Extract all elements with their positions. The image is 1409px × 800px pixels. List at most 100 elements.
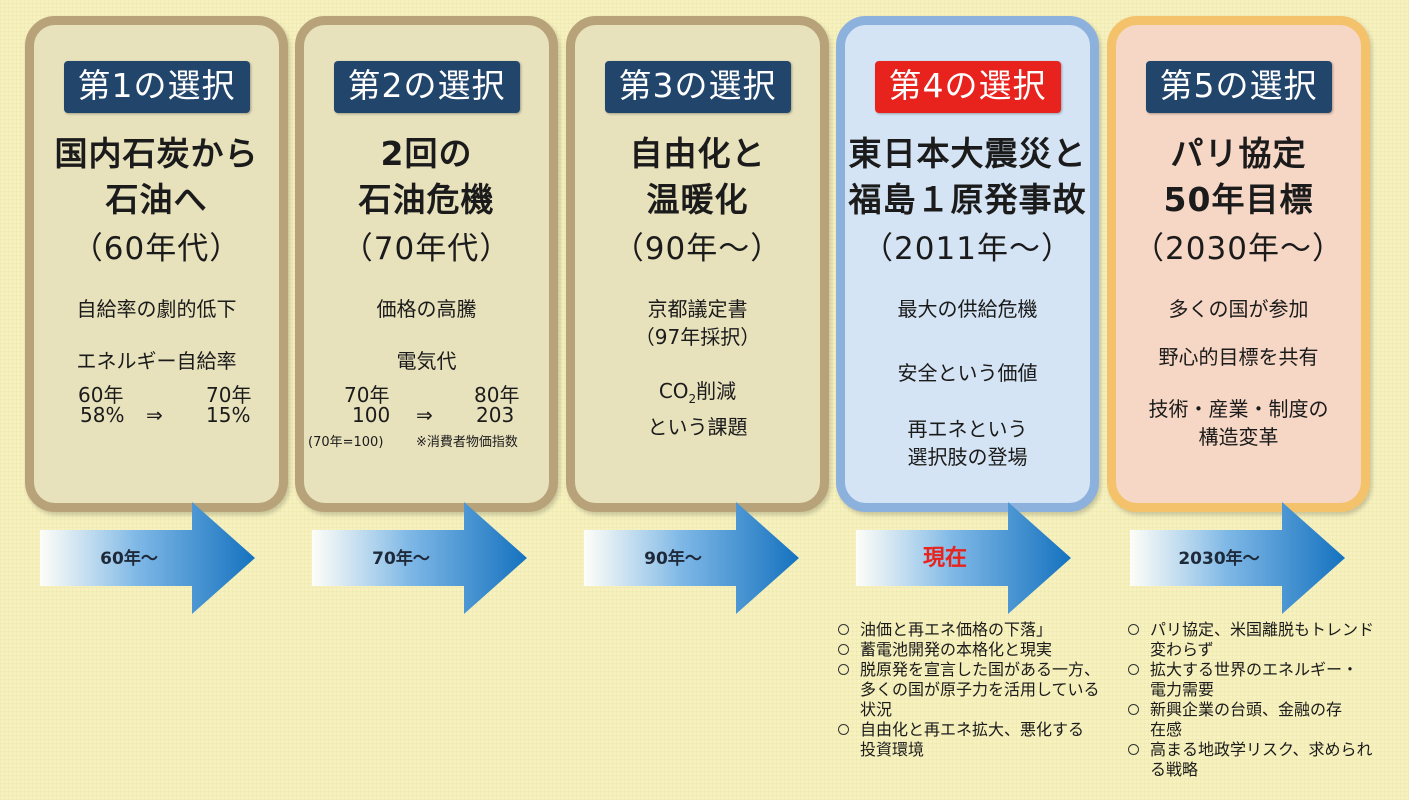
- circle-bullet-icon: [838, 624, 849, 635]
- note-item: 脱原発を宣言した国がある一方、多くの国が原子力を活用している状況: [838, 660, 1108, 720]
- note-line: 在感: [1150, 720, 1183, 739]
- stat-arrow-icon: ⇒: [416, 403, 433, 427]
- stage-badge: 第5の選択: [1145, 61, 1332, 113]
- stage-desc: 最大の供給危機: [897, 297, 1038, 321]
- note-line: 拡大する世界のエネルギー・: [1150, 660, 1359, 679]
- stage-desc-sub: （97年採択）: [634, 325, 761, 349]
- note-item: 高まる地政学リスク、求められる戦略: [1128, 740, 1403, 780]
- notes-list-stage-5: パリ協定、米国離脱もトレンド変わらず拡大する世界のエネルギー・電力需要新興企業の…: [1128, 620, 1403, 780]
- stat-base-note: (70年=100): [308, 435, 384, 450]
- stage-card-2: 第2の選択 2回の 石油危機 （70年代） 価格の高騰 電気代 70年 80年 …: [295, 16, 558, 512]
- timeline-arrow-1: 60年～: [40, 502, 255, 614]
- stage-desc-3: 再エネという: [907, 417, 1028, 441]
- stage-desc-3: 技術・産業・制度の: [1148, 397, 1329, 421]
- circle-bullet-icon: [1128, 664, 1139, 675]
- stage-issue: CO2削減: [575, 377, 820, 413]
- stage-stats: 70年 80年 100 ⇒ 203 (70年=100) ※消費者物価指数: [304, 375, 549, 451]
- stage-badge: 第1の選択: [63, 61, 250, 113]
- stat-from-label: 70年: [344, 383, 390, 407]
- timeline-arrow-2: 70年～: [312, 502, 527, 614]
- stat-index-note: ※消費者物価指数: [416, 435, 518, 450]
- stage-era: （2030年～）: [1133, 231, 1344, 267]
- note-item: パリ協定、米国離脱もトレンド変わらず: [1128, 620, 1403, 660]
- stage-title-line2: 石油危機: [358, 180, 495, 219]
- note-line: 変わらず: [1150, 640, 1214, 659]
- note-line: 状況: [860, 700, 893, 719]
- stage-desc-2: 野心的目標を共有: [1158, 345, 1319, 369]
- note-line: 新興企業の台頭、金融の存: [1150, 700, 1343, 719]
- stage-desc: 多くの国が参加: [1168, 297, 1309, 321]
- stage-era: （90年～）: [612, 231, 783, 267]
- note-line: 油価と再エネ価格の下落」: [860, 620, 1053, 639]
- stat-to-value: 203: [476, 403, 515, 427]
- stage-desc-2: 安全という価値: [897, 361, 1038, 385]
- note-line: る戦略: [1150, 760, 1199, 779]
- stage-era: （60年代）: [71, 231, 242, 267]
- stage-title-line2: 温暖化: [646, 180, 749, 219]
- circle-bullet-icon: [1128, 624, 1139, 635]
- note-item: 油価と再エネ価格の下落」: [838, 620, 1108, 640]
- note-line: 自由化と再エネ拡大、悪化する: [860, 720, 1085, 739]
- stat-to-label: 80年: [474, 383, 520, 407]
- stat-to-value: 15%: [206, 403, 251, 427]
- stage-badge: 第3の選択: [604, 61, 791, 113]
- co2-prefix: CO: [658, 379, 689, 403]
- stat-arrow-icon: ⇒: [146, 403, 163, 427]
- note-item: 蓄電池開発の本格化と現実: [838, 640, 1108, 660]
- note-line: 電力需要: [1150, 680, 1215, 699]
- timeline-label: 2030年～: [1178, 549, 1260, 569]
- co2-subscript: 2: [688, 392, 697, 406]
- arrow-right-icon: [856, 502, 1071, 614]
- circle-bullet-icon: [838, 644, 849, 655]
- note-line: 蓄電池開発の本格化と現実: [860, 640, 1053, 659]
- stage-title-line1: 国内石炭から: [54, 134, 259, 173]
- stage-title-line2: 福島１原発事故: [848, 180, 1087, 219]
- stat-to-label: 70年: [206, 383, 252, 407]
- note-line: 投資環境: [860, 740, 925, 759]
- stage-badge: 第2の選択: [333, 61, 520, 113]
- stage-stat-heading: 電気代: [396, 349, 457, 373]
- circle-bullet-icon: [838, 724, 849, 735]
- stat-from-label: 60年: [78, 383, 124, 407]
- stage-title-line2: 石油へ: [105, 180, 208, 219]
- stat-from-value: 100: [352, 403, 391, 427]
- note-line: パリ協定、米国離脱もトレンド: [1150, 620, 1375, 639]
- stage-card-4: 第4の選択 東日本大震災と 福島１原発事故 （2011年～） 最大の供給危機 安…: [836, 16, 1099, 512]
- stage-title-line1: 2回の: [380, 134, 473, 173]
- stage-issue-sub: という課題: [647, 415, 748, 439]
- circle-bullet-icon: [1128, 744, 1139, 755]
- stage-title-line1: 東日本大震災と: [848, 134, 1087, 173]
- stat-from-value: 58%: [80, 403, 125, 427]
- stage-badge: 第4の選択: [874, 61, 1061, 113]
- timeline-label: 90年～: [644, 549, 702, 569]
- stage-desc-3b: 構造変革: [1198, 425, 1279, 449]
- arrow-right-icon: [1130, 502, 1345, 614]
- stage-title-line1: パリ協定: [1170, 134, 1307, 173]
- stage-card-3: 第3の選択 自由化と 温暖化 （90年～） 京都議定書 （97年採択） CO2削…: [566, 16, 829, 512]
- note-line: 高まる地政学リスク、求められ: [1150, 740, 1373, 759]
- note-line: 脱原発を宣言した国がある一方、: [860, 660, 1101, 679]
- stage-stat-heading: エネルギー自給率: [76, 349, 237, 373]
- timeline-arrow-3: 90年～: [584, 502, 799, 614]
- stage-card-1: 第1の選択 国内石炭から 石油へ （60年代） 自給率の劇的低下 エネルギー自給…: [25, 16, 288, 512]
- timeline-arrow-5: 2030年～: [1130, 502, 1345, 614]
- stage-era: （2011年～）: [862, 231, 1073, 267]
- note-item: 新興企業の台頭、金融の存在感: [1128, 700, 1403, 740]
- arrow-right-icon: [40, 502, 255, 614]
- stage-title-line1: 自由化と: [629, 134, 766, 173]
- note-item: 自由化と再エネ拡大、悪化する投資環境: [838, 720, 1108, 760]
- stage-card-5: 第5の選択 パリ協定 50年目標 （2030年～） 多くの国が参加 野心的目標を…: [1107, 16, 1370, 512]
- arrow-right-icon: [312, 502, 527, 614]
- timeline-label: 60年～: [100, 549, 158, 569]
- stage-era: （70年代）: [341, 231, 512, 267]
- timeline-label-current: 現在: [922, 546, 967, 571]
- co2-suffix: 削減: [696, 379, 737, 403]
- stage-desc-3b: 選択肢の登場: [907, 445, 1028, 469]
- stage-desc: 価格の高騰: [376, 297, 477, 321]
- stage-desc: 自給率の劇的低下: [76, 297, 237, 321]
- stage-title-line2: 50年目標: [1163, 180, 1314, 219]
- stage-stats: 60年 70年 58% ⇒ 15%: [34, 375, 279, 435]
- note-item: 拡大する世界のエネルギー・電力需要: [1128, 660, 1403, 700]
- stage-desc: 京都議定書: [647, 297, 748, 321]
- notes-list-stage-4: 油価と再エネ価格の下落」蓄電池開発の本格化と現実脱原発を宣言した国がある一方、多…: [838, 620, 1108, 760]
